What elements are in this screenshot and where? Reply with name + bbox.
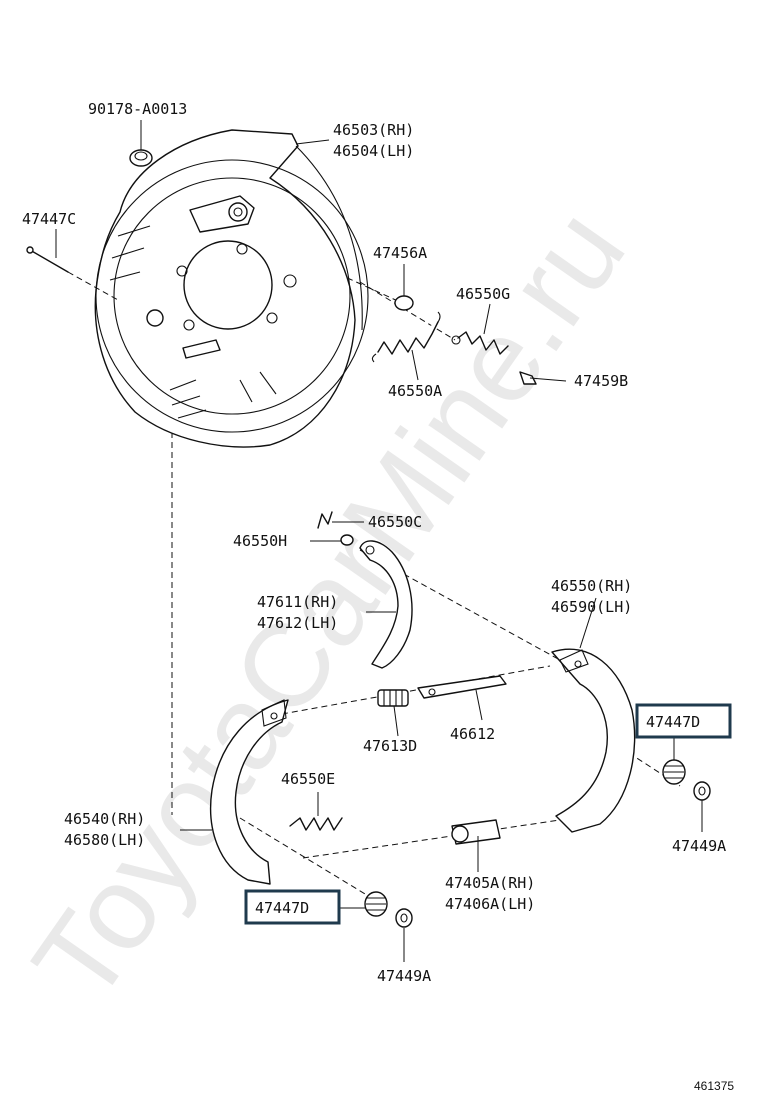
highlight-box-47447d-right [635,703,732,739]
spring-46550g[interactable] [451,331,509,355]
label-47612-lh[interactable]: 47612(LH) [257,614,338,632]
label-90178-a0013[interactable]: 90178-A0013 [88,100,187,118]
parking-brake-lever[interactable] [359,540,413,669]
washer-46550h[interactable] [340,534,354,546]
label-47447d-left[interactable]: 47447D [255,899,309,917]
clip-46550c[interactable] [317,511,333,529]
retainer-right[interactable] [693,781,711,801]
hold-down-spring-left[interactable] [364,891,388,917]
hold-down-spring-right[interactable] [662,759,686,785]
brake-shoe-left[interactable] [209,699,289,885]
brake-shoe-right[interactable] [551,648,636,833]
label-47406a-lh[interactable]: 47406A(LH) [445,895,535,913]
label-47459b[interactable]: 47459B [574,372,628,390]
washer-47456a[interactable] [394,295,414,311]
label-46550h[interactable]: 46550H [233,532,287,550]
spring-47613d[interactable] [377,689,409,707]
label-47456a[interactable]: 47456A [373,244,427,262]
label-46580-lh[interactable]: 46580(LH) [64,831,145,849]
bolt-47459b[interactable] [519,371,567,385]
backing-plate[interactable] [94,129,369,448]
label-47405a-rh[interactable]: 47405A(RH) [445,874,535,892]
label-46503-rh[interactable]: 46503(RH) [333,121,414,139]
label-46504-lh[interactable]: 46504(LH) [333,142,414,160]
label-46550-rh[interactable]: 46550(RH) [551,577,632,595]
highlight-box-47447d-left [244,889,341,925]
label-47611-rh[interactable]: 47611(RH) [257,593,338,611]
spring-46550a[interactable] [371,311,441,363]
part-labels: 90178-A0013 46503(RH) 46504(LH) 47447C 4… [22,100,734,1093]
diagram-reference-number: 461375 [694,1079,734,1093]
label-46550g[interactable]: 46550G [456,285,510,303]
label-47447d-right[interactable]: 47447D [646,713,700,731]
adjuster-47405a[interactable] [451,819,501,872]
strut-46612[interactable] [417,675,507,699]
label-46540-rh[interactable]: 46540(RH) [64,810,145,828]
label-46550e[interactable]: 46550E [281,770,335,788]
label-46590-lh[interactable]: 46590(LH) [551,598,632,616]
label-47613d[interactable]: 47613D [363,737,417,755]
label-46550c[interactable]: 46550C [368,513,422,531]
label-47449a-left[interactable]: 47449A [377,967,431,985]
label-47447c[interactable]: 47447C [22,210,76,228]
seal-90178[interactable] [129,149,153,167]
label-46612[interactable]: 46612 [450,725,495,743]
retainer-left[interactable] [395,908,413,928]
spring-46550e[interactable] [289,817,343,831]
bolt-47447c[interactable] [26,246,119,301]
leader-lines [55,120,703,962]
label-47449a-right[interactable]: 47449A [672,837,726,855]
label-46550a[interactable]: 46550A [388,382,442,400]
